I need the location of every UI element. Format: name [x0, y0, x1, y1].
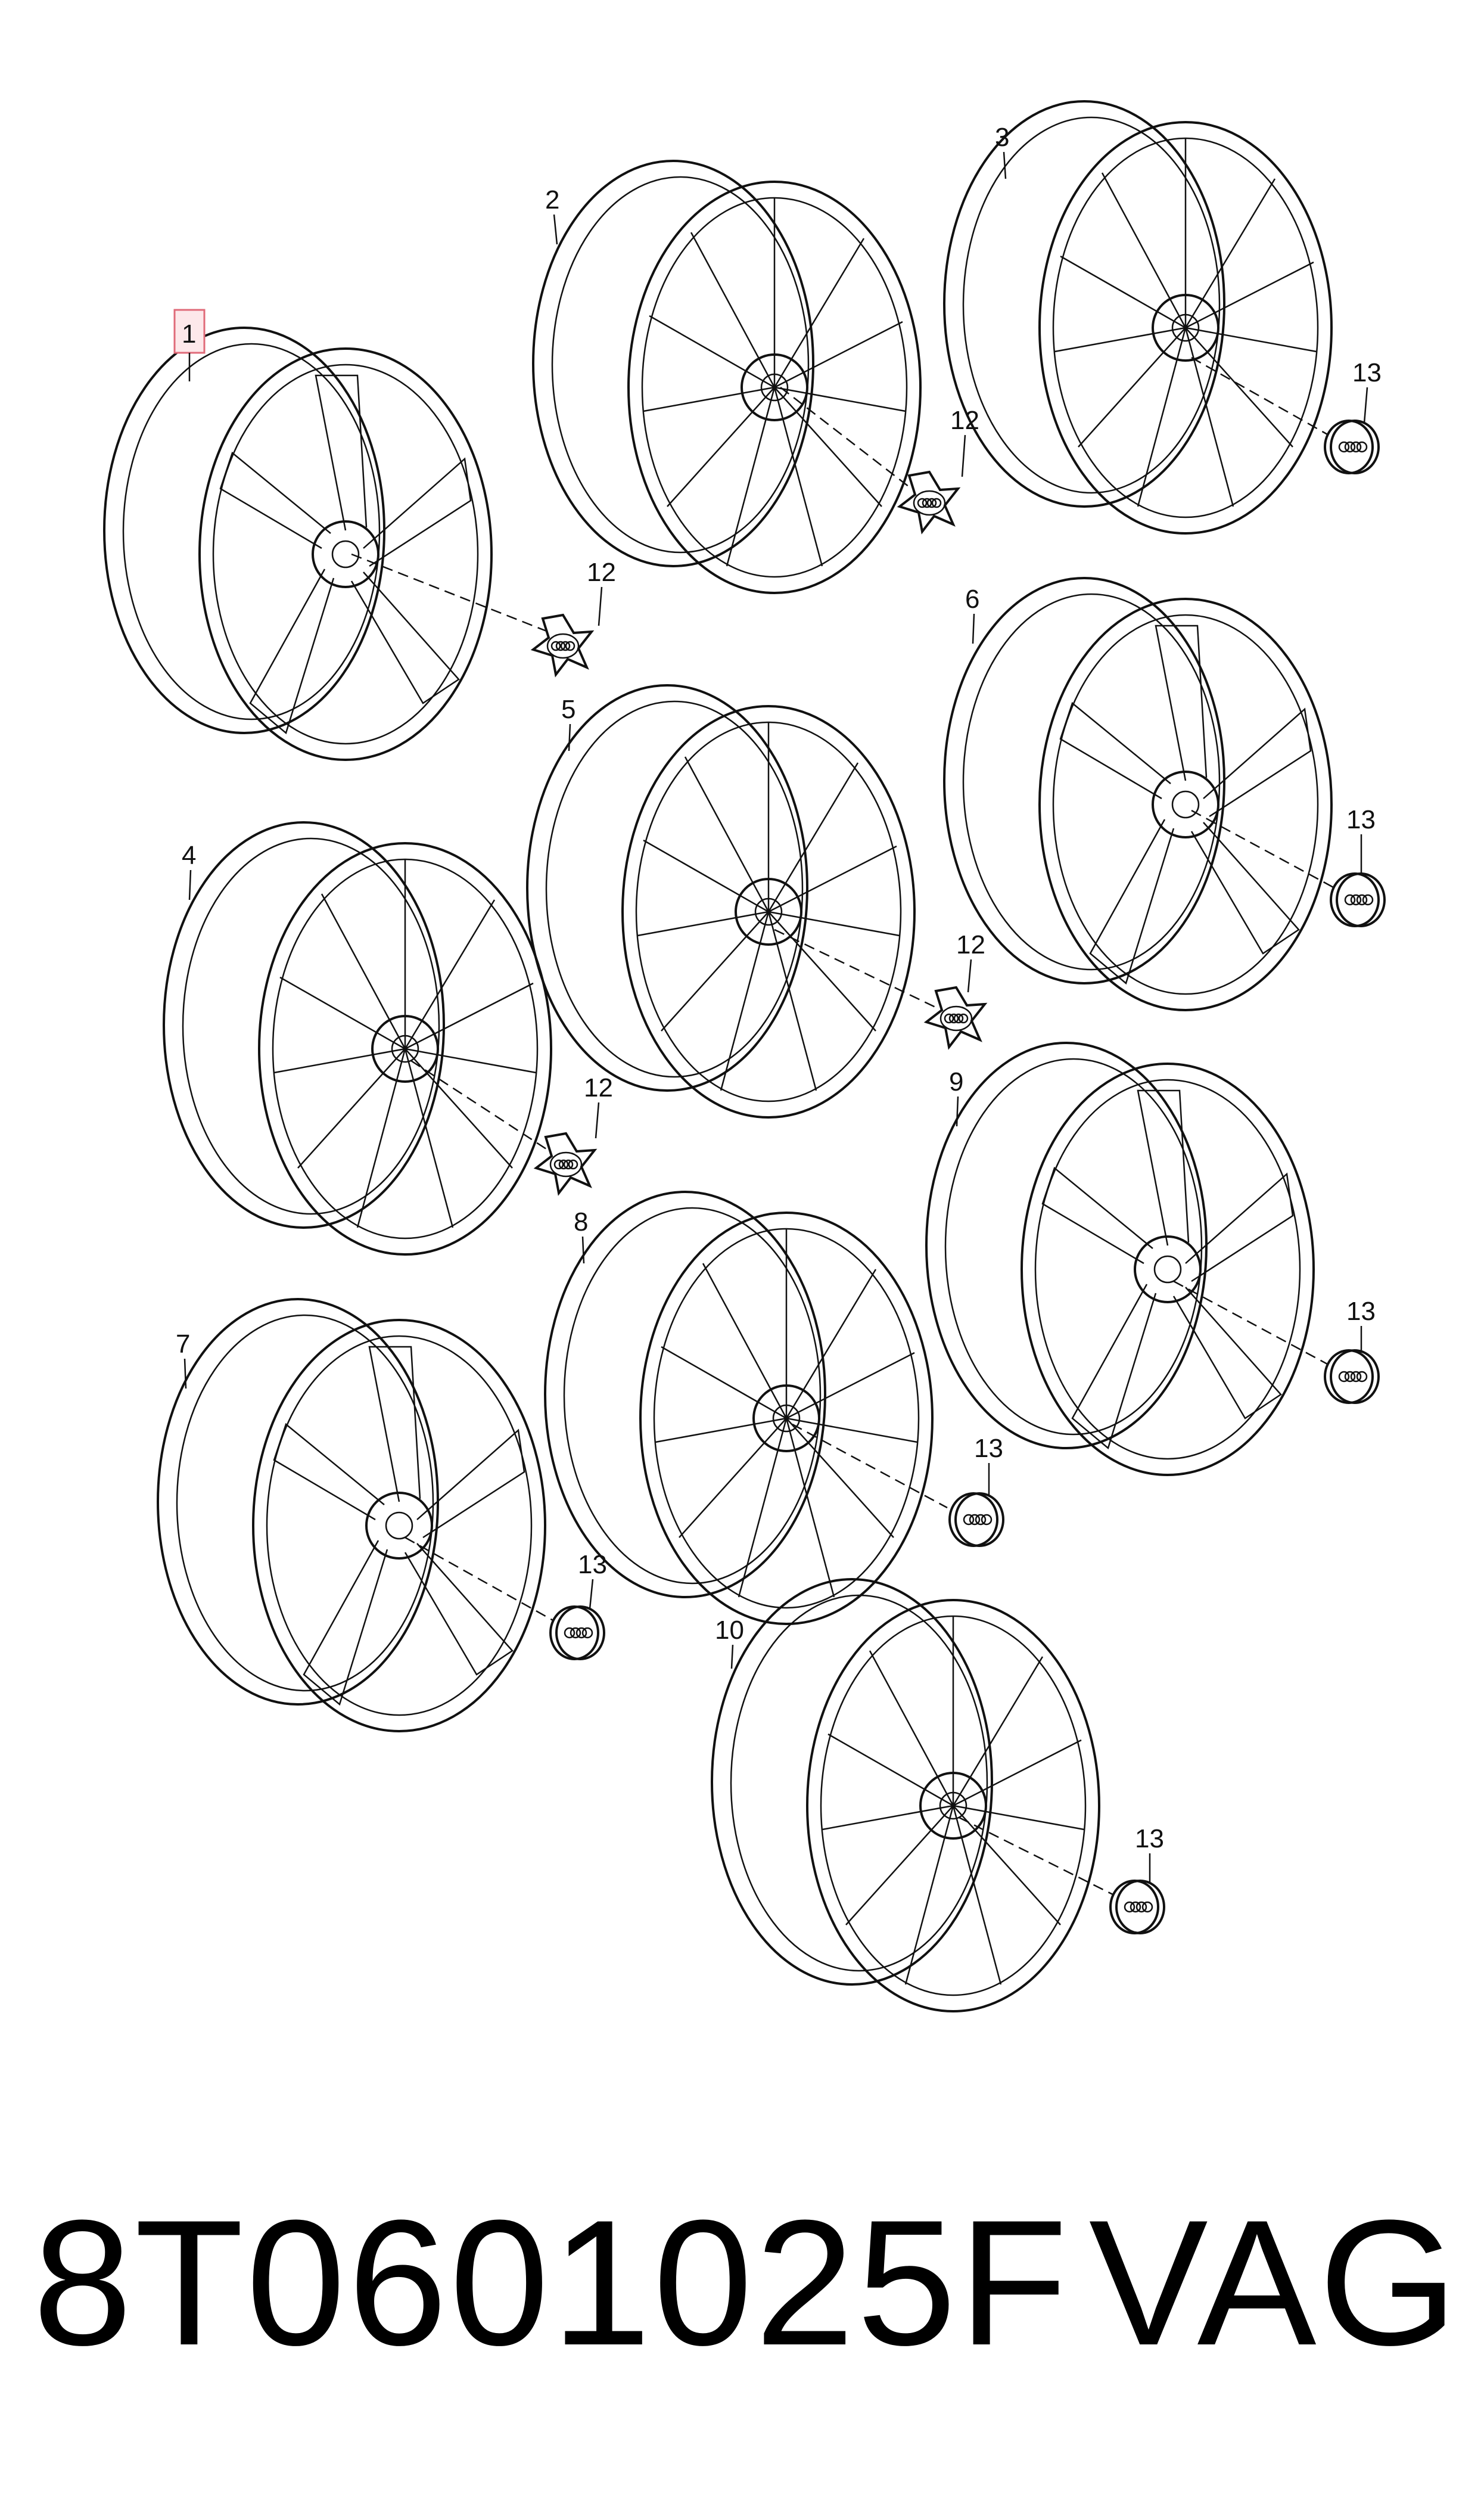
- callout-7: 7: [176, 1330, 190, 1359]
- center-cap-13-c: [549, 1605, 605, 1660]
- callout-2: 2: [545, 185, 559, 215]
- center-cap-13-a: [1324, 420, 1380, 474]
- wheel-5: 5 12: [526, 684, 986, 1119]
- center-cap-13-b: [1330, 872, 1386, 927]
- callout-12-d: 12: [956, 930, 985, 959]
- wheel-parts-diagram: 1 12 2 12 3 13 4 12 5: [103, 100, 1386, 2012]
- footer: 8T0601025F VAG: [0, 2169, 1484, 2419]
- wheel-2: 2 12: [532, 160, 979, 594]
- callout-13-c: 13: [578, 1550, 607, 1579]
- center-cap-13-d: [948, 1492, 1004, 1547]
- callout-13-e: 13: [1346, 1297, 1376, 1326]
- wheel-8: 8 13: [544, 1191, 1004, 1625]
- callout-6: 6: [965, 585, 979, 614]
- center-cap-12-b: [898, 471, 959, 533]
- callout-4: 4: [182, 841, 196, 870]
- wheel-10: 10 13: [711, 1578, 1165, 2012]
- wheel-1: 1 12: [103, 309, 616, 761]
- center-cap-13-e: [1324, 1349, 1380, 1404]
- callout-10: 10: [715, 1616, 744, 1645]
- center-cap-12-c: [535, 1132, 596, 1194]
- callout-13-b: 13: [1346, 805, 1376, 834]
- wheel-7: 7 13: [157, 1298, 607, 1732]
- callout-1: 1: [182, 319, 196, 349]
- center-cap-13-f: [1109, 1880, 1165, 1934]
- callout-13-f: 13: [1135, 1824, 1164, 1853]
- callout-12-c: 12: [584, 1073, 613, 1102]
- callout-5: 5: [561, 695, 575, 724]
- part-number: 8T0601025F: [33, 2182, 1071, 2383]
- brand-label: VAG: [1088, 2182, 1460, 2383]
- callout-13-d: 13: [974, 1434, 1003, 1463]
- wheel-3: 3 13: [943, 100, 1382, 535]
- callout-9: 9: [949, 1067, 963, 1097]
- wheel-9: 9 13: [925, 1042, 1380, 1476]
- callout-8: 8: [574, 1207, 588, 1237]
- wheel-4: 4 12: [163, 821, 613, 1256]
- wheel-6: 6 13: [943, 577, 1386, 1011]
- center-cap-12-a: [532, 614, 593, 676]
- callout-3: 3: [995, 123, 1009, 152]
- center-cap-12-d: [925, 986, 986, 1048]
- callout-12-a: 12: [587, 558, 616, 587]
- callout-13-a: 13: [1352, 358, 1382, 387]
